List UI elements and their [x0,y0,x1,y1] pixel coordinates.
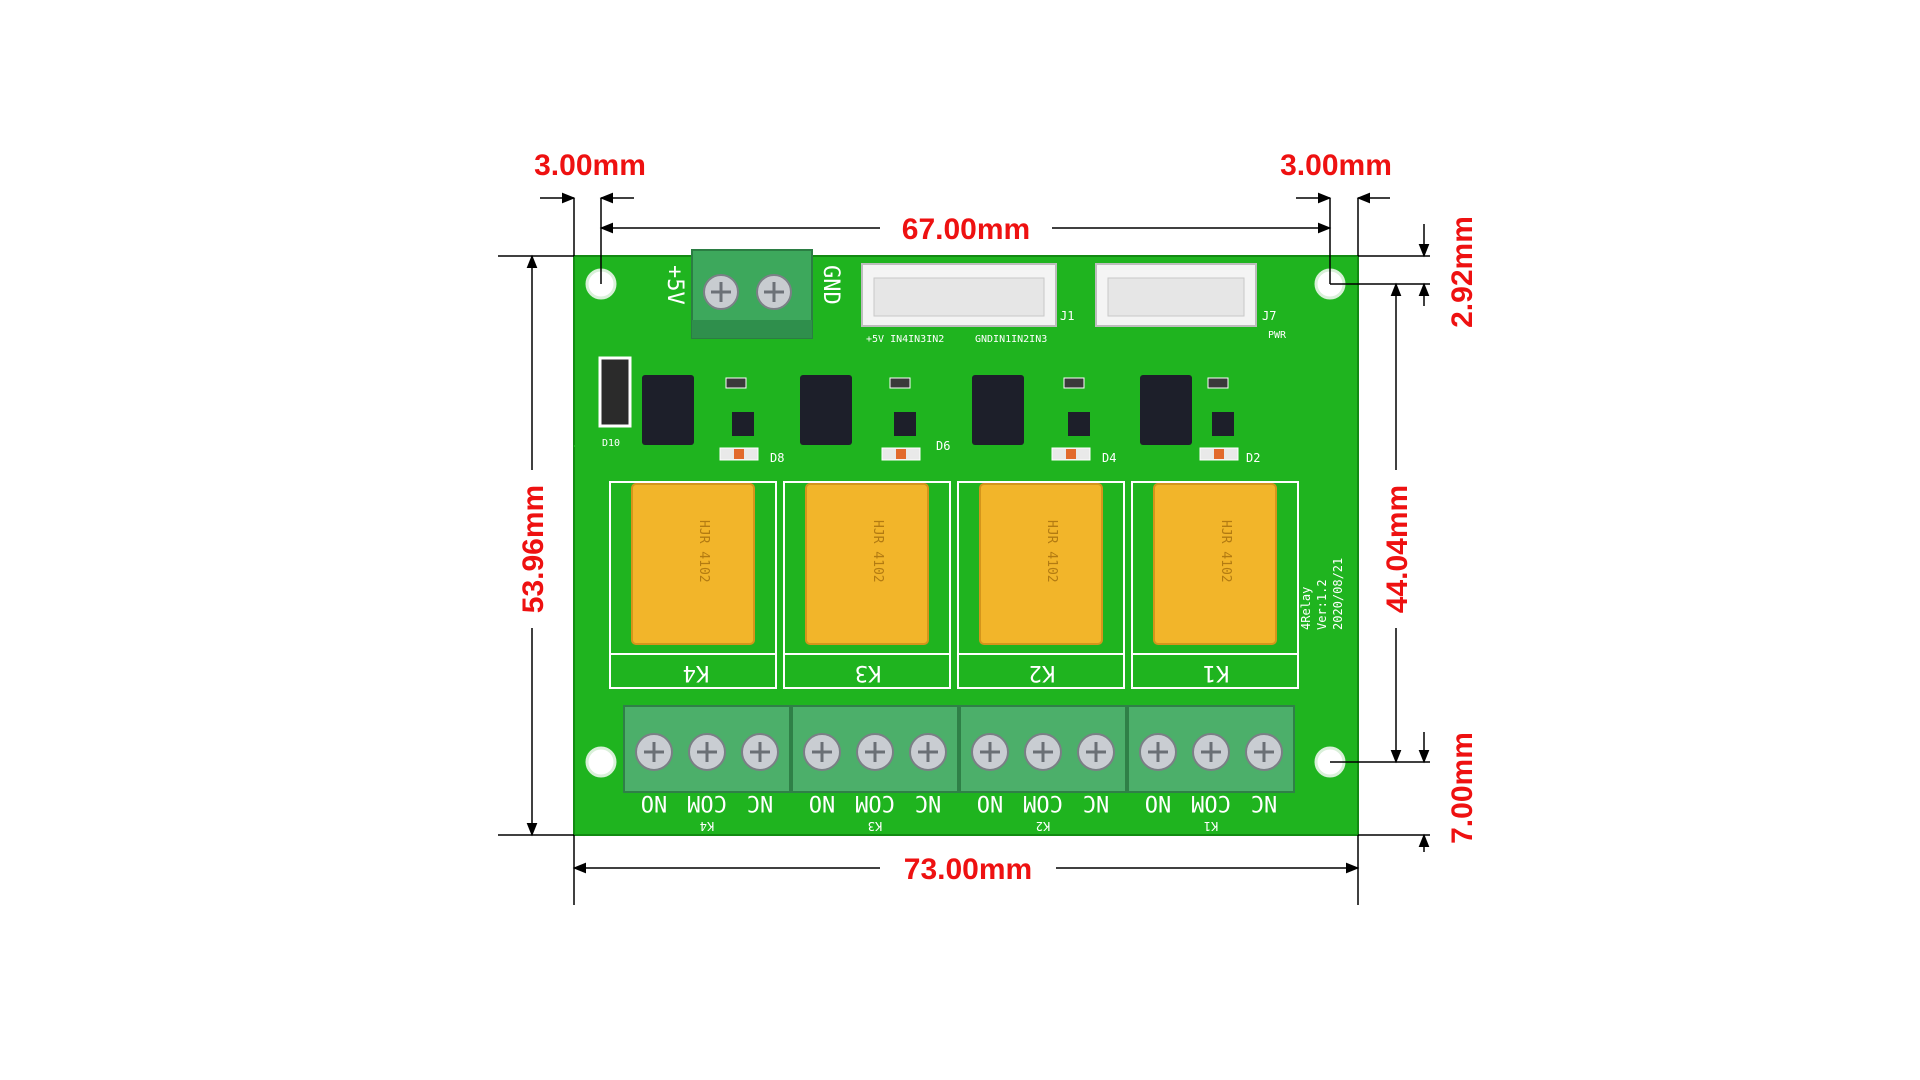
svg-text:2020/08/21: 2020/08/21 [1331,558,1345,630]
smd-resistor-1 [725,377,747,389]
terminal-label: NO [809,790,836,815]
power-plus-label: +5V [662,265,687,305]
terminal-label: COM [687,790,727,815]
relay-k1-marking: HJR 4102 [1218,520,1233,583]
terminal-group-label: K1 [1204,819,1218,833]
connector-j1-label: J1 [1060,309,1074,323]
dim-hole-spacing-x: 67.00mm [902,213,1030,246]
optocoupler-2 [972,375,1024,445]
terminal-screw [1077,733,1115,771]
relay-ref-k2: K2 [1029,660,1056,685]
terminal-label: NC [915,790,942,815]
smd-resistor-4 [1207,377,1229,389]
terminal-label: NO [977,790,1004,815]
dim-bottom-hole-offset: 7.00mm [1446,732,1479,844]
terminal-label: NO [641,790,668,815]
optocoupler-4 [642,375,694,445]
optocoupler-1 [1140,375,1192,445]
relay-k3-marking: HJR 4102 [870,520,885,583]
relay-k2 [979,483,1103,645]
relay-k4-marking: HJR 4102 [696,520,711,583]
d2-label: D2 [1246,451,1260,465]
pwr-label: PWR [1268,330,1287,341]
dim-top-hole-offset: 2.92mm [1446,216,1479,328]
connector-j7-label: J7 [1262,309,1276,323]
diode-d10 [598,356,632,428]
terminal-screw [1192,733,1230,771]
header-left-pinout: +5V IN4IN3IN2 [866,334,944,345]
dimension-lines [498,192,1430,905]
svg-text:Ver:1.2: Ver:1.2 [1315,579,1329,630]
terminal-label: NC [1083,790,1110,815]
transistor-q3 [894,412,916,436]
smd-resistor-2 [889,377,911,389]
terminal-screw [688,733,726,771]
dim-left-hole-offset: 3.00mm [534,149,646,182]
svg-text:4Relay: 4Relay [1299,587,1313,630]
terminal-screw [803,733,841,771]
relay-outline-k1 [1131,481,1299,689]
transistor-q4 [732,412,754,436]
relay-k4 [631,483,755,645]
d6-label: D6 [936,439,950,453]
optocoupler-3 [800,375,852,445]
relay-ref-k1: K1 [1203,660,1230,685]
transistor-q1 [1212,412,1234,436]
terminal-label: NC [1251,790,1278,815]
d8-label: D8 [770,451,784,465]
terminal-group-label: K4 [700,819,714,833]
terminal-screw [971,733,1009,771]
relay-ref-k3: K3 [855,660,882,685]
relay-k1 [1153,483,1277,645]
smd-resistor-3 [1063,377,1085,389]
transistor-q2 [1068,412,1090,436]
dim-right-hole-offset: 3.00mm [1280,149,1392,182]
relay-outline-k4 [609,481,777,689]
relay-k2-marking: HJR 4102 [1044,520,1059,583]
dimension-labels: 3.00mm 3.00mm 67.00mm 73.00mm 53.96mm 44… [517,149,1479,886]
dim-board-width: 73.00mm [904,853,1032,886]
header-connector-j7 [1095,263,1257,327]
relay-area: HJR 4102 HJR 4102 HJR 4102 HJR 4102 K4 K… [609,481,1299,689]
terminal-label: COM [855,790,895,815]
relay-outline-k2 [957,481,1125,689]
terminal-group-label: K3 [868,819,882,833]
power-terminal-block [691,249,813,339]
output-terminals [623,705,1295,793]
relay-k3 [805,483,929,645]
terminal-label: NC [747,790,774,815]
terminal-screw [1024,733,1062,771]
dim-hole-spacing-y: 44.04mm [1381,485,1414,613]
terminal-screw [741,733,779,771]
terminal-screw [909,733,947,771]
power-gnd-label: GND [818,265,843,305]
terminal-label: NO [1145,790,1172,815]
mount-hole-bottom-left [585,746,617,778]
d10-label: D10 [602,438,620,449]
d4-label: D4 [1102,451,1116,465]
terminal-group-label: K2 [1036,819,1050,833]
terminal-screw [856,733,894,771]
header-right-pinout: GNDIN1IN2IN3 [975,334,1047,345]
terminal-screw [1245,733,1283,771]
pcb-board: +5V GND J1 J7 +5V IN4IN3IN2 GNDIN1IN2IN3… [573,249,1359,836]
dim-board-height: 53.96mm [517,485,550,613]
terminal-label: COM [1191,790,1231,815]
driver-circuit-row: D8 D6 D4 D2 [642,375,1260,465]
header-connector-j1 [861,263,1057,327]
terminal-screw [1139,733,1177,771]
left-cutout [574,445,586,447]
relay-ref-k4: K4 [683,660,710,685]
terminal-screw [635,733,673,771]
relay-outline-k3 [783,481,951,689]
terminal-label: COM [1023,790,1063,815]
version-text: 4Relay Ver:1.2 2020/08/21 [1299,558,1345,630]
